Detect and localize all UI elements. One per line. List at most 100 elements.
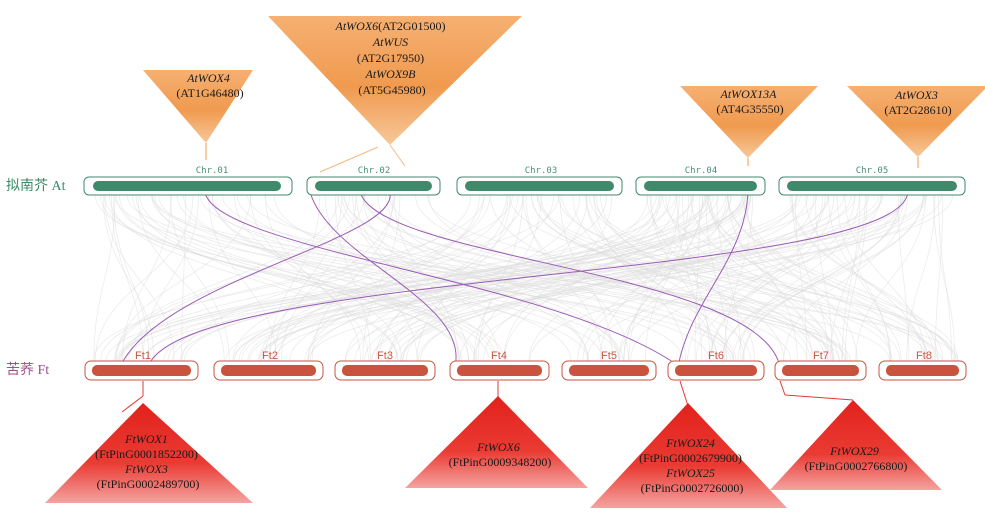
wox-link (204, 191, 681, 368)
synteny-link (531, 194, 826, 362)
synteny-link (572, 194, 727, 362)
synteny-link (260, 194, 883, 362)
svg-text:AtWOX3 (AT2G28610): AtWOX3 (AT2G28610) (884, 88, 951, 117)
synteny-link (238, 194, 657, 362)
gene-id: (AT5G45980) (358, 83, 425, 97)
at-chromosome-4: Chr.04 (635, 166, 766, 196)
ft-chromosome-3: Ft3 (334, 350, 436, 381)
synteny-link (94, 194, 194, 362)
synteny-link (593, 194, 686, 362)
chromosome-label: Ft5 (601, 350, 617, 362)
wox-link (119, 191, 391, 368)
synteny-link (791, 194, 939, 362)
at-gene-callout-wox6-wus-wox9b: AtWOX6(AT2G01500) AtWUS (AT2G17950) AtWO… (268, 16, 522, 173)
synteny-link (561, 194, 901, 362)
gene-id: (AT2G17950) (357, 51, 424, 65)
gene-name: FtWOX25 (665, 466, 715, 480)
synteny-link (855, 194, 926, 362)
synteny-link (707, 194, 848, 362)
synteny-link (364, 194, 845, 362)
synteny-link (152, 194, 958, 362)
synteny-link (427, 194, 939, 362)
synteny-link (344, 194, 737, 362)
chromosome-label: Ft1 (135, 350, 151, 362)
synteny-link (428, 194, 752, 362)
synteny-link (247, 194, 742, 362)
synteny-link (304, 194, 727, 362)
chromosome-label: Ft6 (708, 350, 724, 362)
synteny-link (176, 194, 620, 362)
gene-name: AtWOX3 (894, 88, 938, 102)
svg-text:AtWOX13A (AT4G35550): AtWOX13A (AT4G35550) (716, 87, 783, 116)
synteny-link (364, 194, 732, 362)
synteny-link (934, 194, 944, 362)
synteny-link (169, 194, 230, 362)
ft-chromosome-8: Ft8 (878, 350, 967, 381)
wox-ortholog-links (119, 191, 909, 368)
synteny-link (259, 194, 508, 362)
chromosome-label: Chr.05 (856, 166, 889, 176)
synteny-link (387, 194, 581, 362)
synteny-link (355, 194, 469, 362)
at-gene-callout-wox4: AtWOX4 (AT1G46480) (143, 70, 253, 160)
synteny-link (727, 194, 813, 362)
ft-chromosome-7: Ft7 (774, 350, 867, 381)
synteny-link (139, 194, 495, 362)
synteny-link (709, 194, 843, 362)
synteny-link (122, 194, 172, 362)
synteny-link (503, 194, 613, 362)
synteny-link (337, 194, 589, 362)
synteny-link (208, 194, 277, 362)
svg-text:FtWOX29 (FtPinG000276680: FtWOX29 (FtPinG0002766800) (805, 444, 908, 473)
gene-id: (FtPinG0002726000) (641, 481, 744, 495)
synteny-link (277, 194, 485, 362)
synteny-link (783, 194, 908, 362)
synteny-link (183, 194, 572, 362)
chromosome-label: Chr.01 (196, 166, 229, 176)
gene-id: (AT4G35550) (716, 102, 783, 116)
synteny-link (599, 194, 694, 362)
synteny-link (646, 194, 828, 362)
ft-chromosome-6: Ft6 (667, 350, 765, 381)
at-gene-callout-wox13a: AtWOX13A (AT4G35550) (680, 86, 818, 166)
ft-chromosome-5: Ft5 (561, 350, 657, 381)
ft-gene-callout-wox24-wox25: FtWOX24 (FtPinG0002679900) FtWOX25 (FtPi… (590, 380, 787, 508)
synteny-link (281, 194, 357, 362)
synteny-link (225, 194, 801, 362)
synteny-link (593, 194, 953, 362)
at-chromosome-1: Chr.01 (83, 166, 293, 196)
synteny-link (274, 194, 343, 362)
synteny-link (232, 194, 491, 362)
chromosome-label: Ft2 (262, 350, 278, 362)
synteny-link (417, 194, 829, 362)
synteny-link (118, 194, 798, 362)
ft-chromosome-2: Ft2 (213, 350, 324, 381)
at-gene-callout-wox3: AtWOX3 (AT2G28610) (847, 86, 985, 168)
synteny-link (933, 194, 956, 362)
synteny-link (559, 194, 613, 362)
chromosome-label: Ft4 (491, 350, 507, 362)
synteny-link (257, 194, 906, 362)
synteny-link (113, 194, 150, 362)
synteny-link (727, 194, 944, 362)
synteny-link (121, 194, 714, 362)
synteny-link (146, 194, 709, 362)
synteny-link (906, 194, 936, 362)
synteny-link (183, 194, 719, 362)
synteny-link (250, 194, 369, 362)
synteny-link (828, 194, 892, 362)
gene-id: (AT2G28610) (884, 103, 951, 117)
chromosome-label: Ft7 (813, 350, 829, 362)
synteny-link (844, 194, 926, 362)
ft-gene-callout-wox29: FtWOX29 (FtPinG0002766800) (770, 380, 942, 490)
gene-name: FtWOX3 (124, 462, 168, 476)
synteny-link (586, 194, 904, 362)
synteny-link (416, 194, 511, 362)
synteny-link (135, 194, 399, 362)
synteny-link (211, 194, 497, 362)
ft-chromosome-4: Ft4 (449, 350, 550, 381)
chromosome-label: Ft8 (916, 350, 932, 362)
synteny-link (111, 194, 144, 362)
synteny-link (269, 194, 321, 362)
gene-name: AtWOX9B (365, 67, 417, 81)
